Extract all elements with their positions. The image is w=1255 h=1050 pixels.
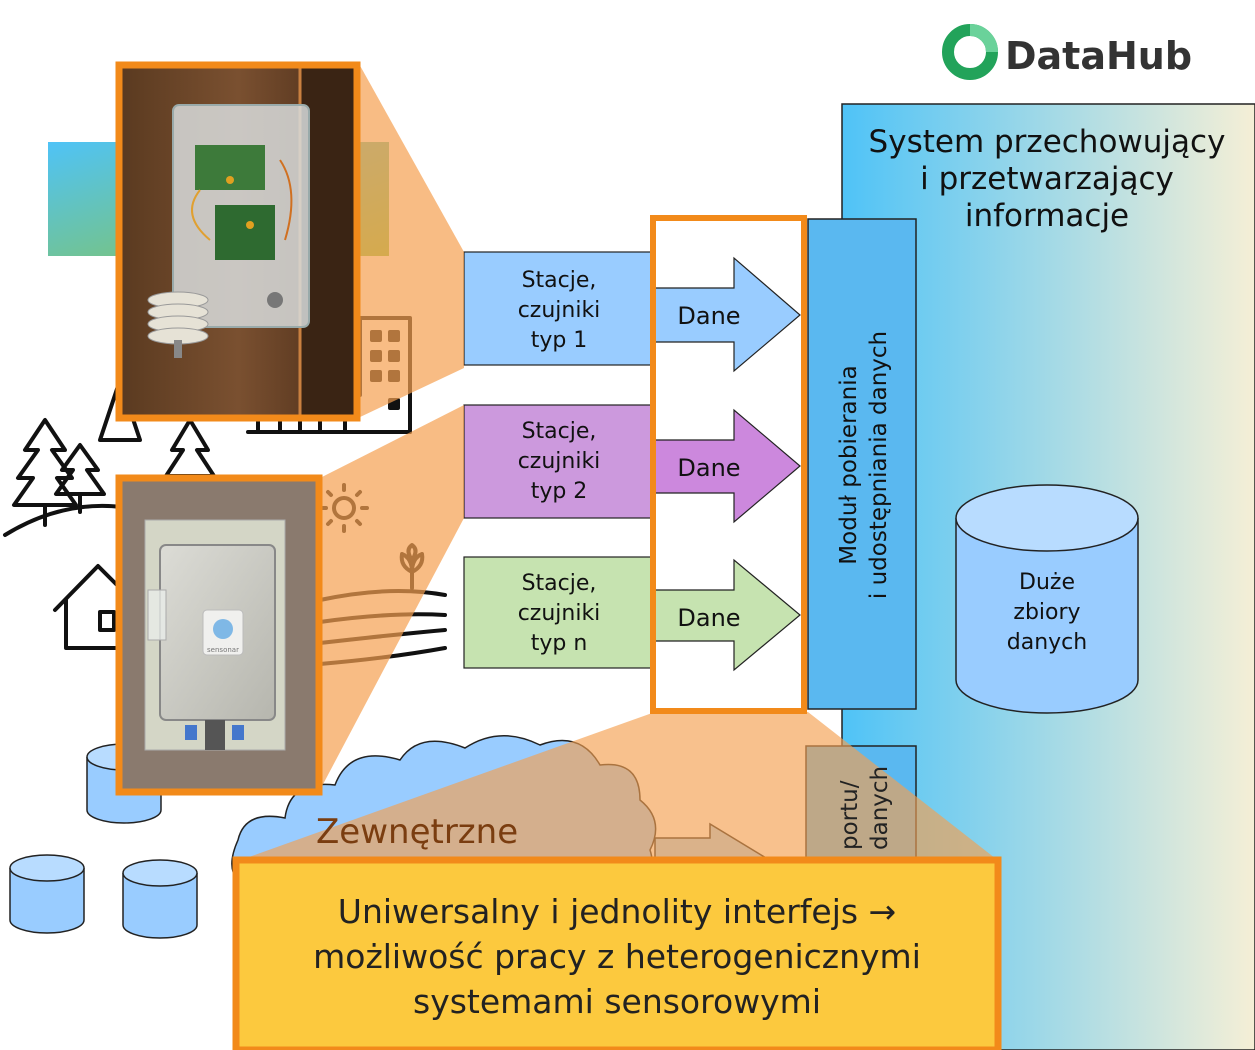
- system-title-line-3: informacje: [965, 198, 1129, 234]
- datahub-logo: DataHub: [942, 24, 1192, 80]
- data-arrow: [653, 256, 801, 373]
- export-module-label-line-1: portu/: [837, 780, 863, 850]
- station-label-line: typ 1: [531, 328, 588, 353]
- data-arrow-label: Dane: [677, 604, 740, 632]
- module-label-line-1: Moduł pobierania: [836, 365, 862, 564]
- station-group-n: Stacje, czujniki typ n Dane: [463, 556, 801, 672]
- callout-line-3: systemami sensorowymi: [413, 982, 821, 1021]
- station-photo-1: [115, 61, 361, 422]
- house-icon: [53, 564, 120, 650]
- system-title-line-2: i przetwarzający: [920, 161, 1174, 197]
- module-column: [807, 218, 917, 710]
- photo-brand-text: sensonar: [207, 646, 239, 654]
- small-database-icon: [9, 854, 85, 934]
- database-label-line-1: Duże: [1019, 570, 1075, 595]
- data-arrow-label: Dane: [677, 302, 740, 330]
- callout-box: [232, 856, 1002, 1050]
- small-database-icon: [122, 859, 198, 939]
- station-box: [463, 251, 655, 366]
- station-label-line: typ n: [531, 631, 588, 656]
- station-box: [463, 556, 655, 669]
- station-group-2: Stacje, czujniki typ 2 Dane: [463, 404, 801, 524]
- big-data-database-icon: [955, 484, 1139, 714]
- callout-line-2: możliwość pracy z heterogenicznymi: [313, 937, 921, 976]
- station-label-line: Stacje,: [522, 268, 597, 293]
- logo-ring-icon: [942, 24, 998, 80]
- database-label-line-3: danych: [1007, 630, 1087, 655]
- export-module-label-line-2: danych: [867, 766, 893, 850]
- data-arrow: [653, 408, 801, 524]
- radiation-shield-icon: [147, 291, 209, 358]
- zoom-beam-callout: [235, 712, 1000, 862]
- station-label-line: Stacje,: [522, 571, 597, 596]
- station-label-line: czujniki: [518, 449, 601, 474]
- station-label-line: czujniki: [518, 601, 601, 626]
- station-box: [463, 404, 655, 519]
- data-arrow: [653, 558, 801, 672]
- data-arrow-label: Dane: [677, 454, 740, 482]
- logo-text: DataHub: [1005, 34, 1192, 78]
- database-label-line-2: zbiory: [1013, 600, 1080, 625]
- station-group-1: Stacje, czujniki typ 1 Dane: [463, 251, 801, 373]
- zoom-beam-bottom: [320, 405, 464, 790]
- station-label-line: typ 2: [531, 479, 588, 504]
- module-label-line-2: i udostępniania danych: [866, 331, 892, 599]
- system-title-line-1: System przechowujący: [869, 124, 1226, 160]
- interface-highlight-frame: [650, 215, 807, 714]
- callout-line-1: Uniwersalny i jednolity interfejs →: [338, 892, 896, 931]
- external-label: Zewnętrzne: [316, 812, 518, 852]
- station-label-line: czujniki: [518, 298, 601, 323]
- station-photo-2: sensonar: [115, 474, 323, 796]
- station-label-line: Stacje,: [522, 419, 597, 444]
- zoom-beam-top: [358, 62, 464, 418]
